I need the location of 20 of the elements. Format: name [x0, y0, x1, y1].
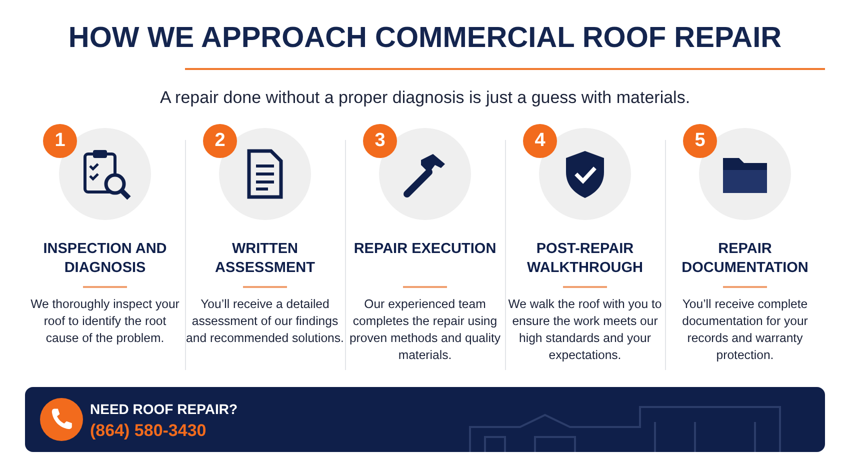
banner-heading: NEED ROOF REPAIR?: [90, 401, 238, 417]
step-heading: INSPECTION AND DIAGNOSIS: [42, 240, 168, 278]
step-description: We walk the roof with you to ensure the work meets our high standards and your expectations.: [507, 296, 663, 364]
step-heading: REPAIR DOCUMENTATION: [680, 240, 810, 278]
step-description: You’ll receive complete documentation for your records and warranty protection.: [681, 296, 809, 364]
step-number-badge: 4: [523, 124, 557, 158]
phone-number: (864) 580-3430: [90, 421, 206, 441]
step-heading: WRITTEN ASSESSMENT: [214, 240, 316, 278]
page-title: HOW WE APPROACH COMMERCIAL ROOF REPAIR: [67, 22, 783, 55]
step-heading: REPAIR EXECUTION: [352, 240, 498, 259]
step-description: We thoroughly inspect your roof to identify the root cause of the problem.: [30, 296, 180, 347]
subtitle: A repair done without a proper diagnosis is just a guess with materials.: [158, 88, 692, 108]
step-description: Our experienced team completes the repair using proven methods and quality materials.: [348, 296, 502, 364]
step-number-badge: 3: [363, 124, 397, 158]
step-number-badge: 5: [683, 124, 717, 158]
step-description: You’ll receive a detailed assessment of our findings and recommended solutions.: [186, 296, 344, 347]
step-number-badge: 1: [43, 124, 77, 158]
step-heading: POST-REPAIR WALKTHROUGH: [526, 240, 644, 278]
step-number-badge: 2: [203, 124, 237, 158]
contact-banner: [25, 387, 825, 452]
